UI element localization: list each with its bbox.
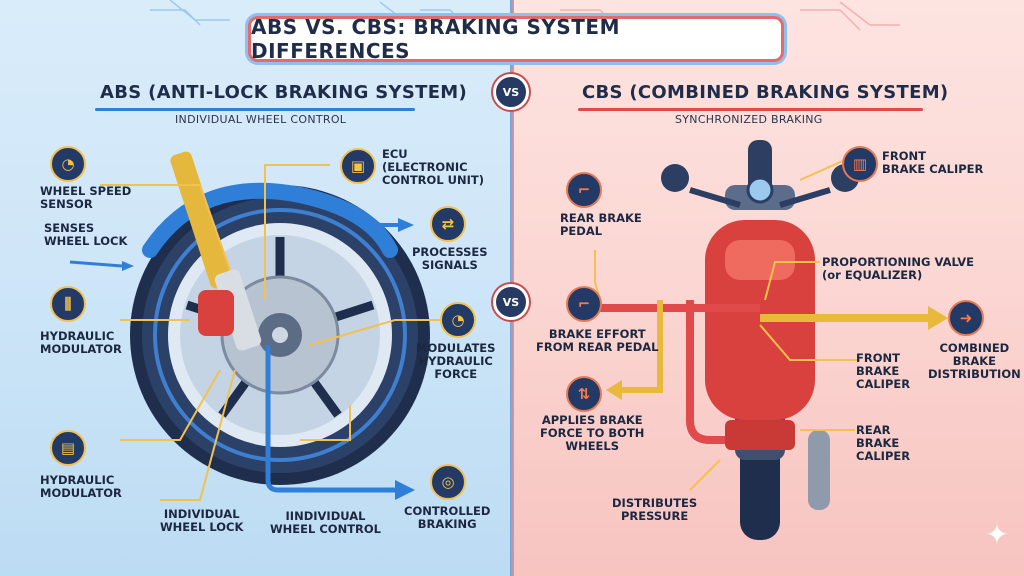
modulator-icon: ⫼ xyxy=(50,286,86,322)
label-front-brake-caliper-top: FRONT BRAKE CALIPER xyxy=(882,149,984,176)
label-rear-brake-pedal: REAR BRAKE PEDAL xyxy=(560,211,642,238)
label-rear-brake-caliper: REAR BRAKE CALIPER xyxy=(856,423,911,463)
cbs-heading-underline xyxy=(578,108,923,111)
label-modulates-hydraulic-force: MODULATES HYDRAULIC FORCE xyxy=(416,341,496,381)
label-hydraulic-modulator-top: HYDRAULIC MODULATOR xyxy=(40,329,122,356)
label-controlled-braking: CONTROLLED BRAKING xyxy=(404,504,491,531)
label-hydraulic-modulator-bottom: HYDRAULIC MODULATOR xyxy=(40,473,122,500)
gauge-icon: ◔ xyxy=(50,146,86,182)
label-brake-effort: BRAKE EFFORT FROM REAR PEDAL xyxy=(536,327,659,354)
label-ecu: ECU (ELECTRONIC CONTROL UNIT) xyxy=(382,147,484,187)
caliper-icon: ▥ xyxy=(842,146,878,182)
abs-heading-underline xyxy=(95,108,415,111)
arrow-icon: ➜ xyxy=(948,300,984,336)
modulator-icon: ▤ xyxy=(50,430,86,466)
gauge-icon: ◔ xyxy=(440,302,476,338)
vs-badge-top: VS xyxy=(493,74,529,110)
pedal-icon: ⌐ xyxy=(566,286,602,322)
label-individual-wheel-lock: INDIVIDUAL WHEEL LOCK xyxy=(160,507,244,534)
label-combined-brake-distribution: COMBINED BRAKE DISTRIBUTION xyxy=(928,341,1021,381)
label-applies-brake-force: APPLIES BRAKE FORCE TO BOTH WHEELS xyxy=(540,413,645,453)
page-title: ABS VS. CBS: BRAKING SYSTEM DIFFERENCES xyxy=(248,15,784,63)
flow-icon: ⇄ xyxy=(430,206,466,242)
label-individual-wheel-control: IINDIVIDUAL WHEEL CONTROL xyxy=(270,509,381,536)
label-proportioning-valve: PROPORTIONING VALVE (or EQUALIZER) xyxy=(822,255,974,282)
abs-wheel-illustration xyxy=(69,151,430,500)
label-senses-wheel-lock: SENSES WHEEL LOCK xyxy=(44,221,128,248)
updown-icon: ⇅ xyxy=(566,376,602,412)
target-icon: ◎ xyxy=(430,464,466,500)
label-distributes-pressure: DISTRIBUTES PRESSURE xyxy=(612,496,698,523)
label-processes-signals: PROCESSES SIGNALS xyxy=(412,245,488,272)
abs-heading: ABS (ANTI-LOCK BRAKING SYSTEM) xyxy=(100,82,468,103)
label-front-brake-caliper-mid: FRONT BRAKE CALIPER xyxy=(856,351,911,391)
vs-badge-middle: VS xyxy=(493,284,529,320)
cbs-force-arrows xyxy=(600,300,948,444)
cbs-subheading: SYNCHRONIZED BRAKING xyxy=(675,113,823,126)
abs-signal-wires xyxy=(100,164,450,501)
abs-subheading: INDIVIDUAL WHEEL CONTROL xyxy=(175,113,347,126)
pedal-icon: ⌐ xyxy=(566,172,602,208)
sparkle-icon: ✦ xyxy=(985,518,1009,551)
cbs-leader-lines xyxy=(594,159,860,491)
chip-icon: ▣ xyxy=(340,148,376,184)
label-wheel-speed-sensor: WHEEL SPEED SENSOR xyxy=(40,184,132,211)
cbs-heading: CBS (COMBINED BRAKING SYSTEM) xyxy=(582,82,949,103)
